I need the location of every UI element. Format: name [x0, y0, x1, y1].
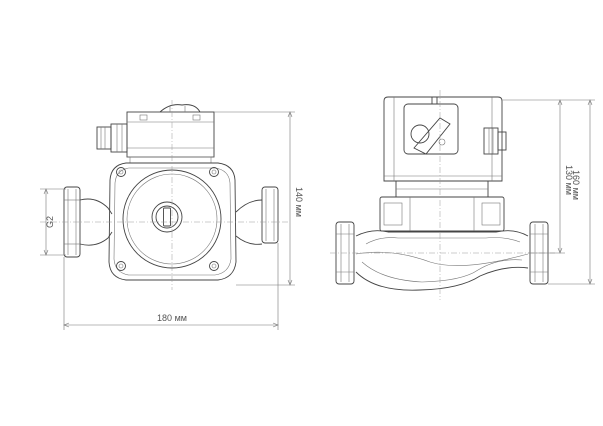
- front-length-dimension: 180 мм: [63, 243, 279, 330]
- vent-plug: [151, 201, 183, 233]
- corner-screw: [209, 167, 219, 177]
- thread-size-label: G2: [45, 216, 55, 228]
- front-height-label: 140 мм: [294, 187, 304, 217]
- side-height-outer-dimension: 160 мм: [548, 99, 595, 285]
- thread-dimension: G2: [40, 188, 66, 256]
- side-view: 130 мм 160 мм: [330, 90, 595, 300]
- side-height-inner-dimension: 130 мм: [502, 99, 574, 254]
- pump-body-pipe: [79, 198, 263, 246]
- front-length-label: 180 мм: [157, 313, 187, 323]
- front-view: G2 140 мм 180 мм: [40, 100, 304, 330]
- corner-screw: [116, 167, 126, 177]
- side-volute: [355, 230, 529, 291]
- side-height-outer-label: 160 мм: [571, 170, 581, 200]
- side-cable-gland: [483, 127, 507, 155]
- side-motor-body: [379, 180, 505, 232]
- front-height-dimension: 140 мм: [214, 111, 304, 286]
- cable-gland: [96, 123, 128, 153]
- side-terminal-box: [383, 96, 503, 182]
- side-height-inner-label: 130 мм: [564, 165, 574, 195]
- corner-screw: [116, 261, 126, 271]
- right-flange: [261, 186, 279, 244]
- terminal-box: [126, 104, 215, 164]
- corner-screw: [209, 261, 219, 271]
